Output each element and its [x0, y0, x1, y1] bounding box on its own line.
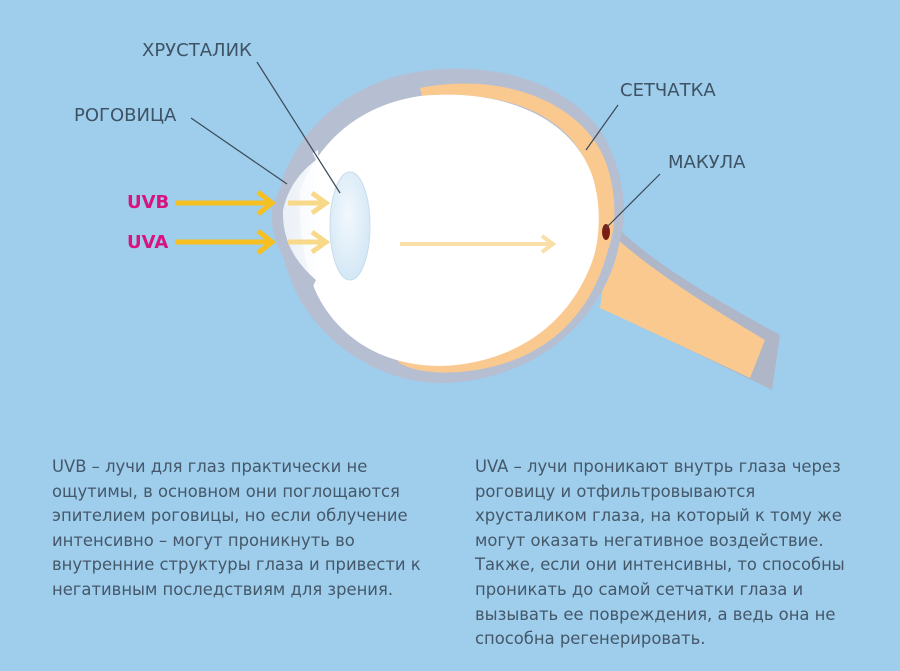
- optic-nerve: [600, 230, 780, 390]
- uva-description-line: хрусталиком глаза, на который к тому же: [475, 506, 842, 526]
- uvb-description-line: UVB – лучи для глаз практически не: [52, 457, 368, 476]
- uva-description-line: роговицу и отфильтровываются: [475, 481, 756, 501]
- uva-arrow: [175, 229, 557, 255]
- uvb-description-line: эпителием роговицы, но если облучение: [52, 506, 408, 526]
- uva-description-line: Также, если они интенсивны, то способны: [475, 555, 845, 575]
- uva-description-line: вызывать ее повреждения, а ведь она не: [475, 604, 836, 624]
- uva-description-line: UVA – лучи проникают внутрь глаза через: [475, 457, 841, 476]
- uva-description-line: проникать до самой сетчатки глаза и: [475, 579, 804, 599]
- cornea-label: РОГОВИЦА: [74, 105, 177, 126]
- uvb-label: UVB: [127, 192, 170, 213]
- lens: [329, 171, 371, 281]
- uvb-description-line: негативным последствиям для зрения.: [52, 579, 394, 599]
- eye-diagram: [175, 61, 780, 390]
- eyeball: [299, 94, 599, 366]
- retina-label: СЕТЧАТКА: [620, 80, 716, 101]
- macula: [602, 224, 610, 240]
- cornea: [272, 150, 322, 290]
- uvb-description: UVB – лучи для глаз практически не ощути…: [52, 455, 421, 603]
- uva-label: UVA: [127, 232, 169, 253]
- uva-description-line: могут оказать негативное воздействие.: [475, 530, 824, 550]
- lens-label: ХРУСТАЛИК: [142, 40, 252, 61]
- uvb-description-line: интенсивно – могут проникнуть во: [52, 530, 355, 550]
- macula-label: МАКУЛА: [668, 152, 746, 173]
- uva-description: UVA – лучи проникают внутрь глаза через …: [475, 455, 845, 652]
- uvb-description-line: ощутимы, в основном они поглощаются: [52, 481, 400, 501]
- uva-description-line: способна регенерировать.: [475, 629, 706, 649]
- uvb-description-line: внутренние структуры глаза и привести к: [52, 555, 421, 575]
- leader-lines: [190, 61, 661, 229]
- uvb-arrow: [175, 190, 331, 216]
